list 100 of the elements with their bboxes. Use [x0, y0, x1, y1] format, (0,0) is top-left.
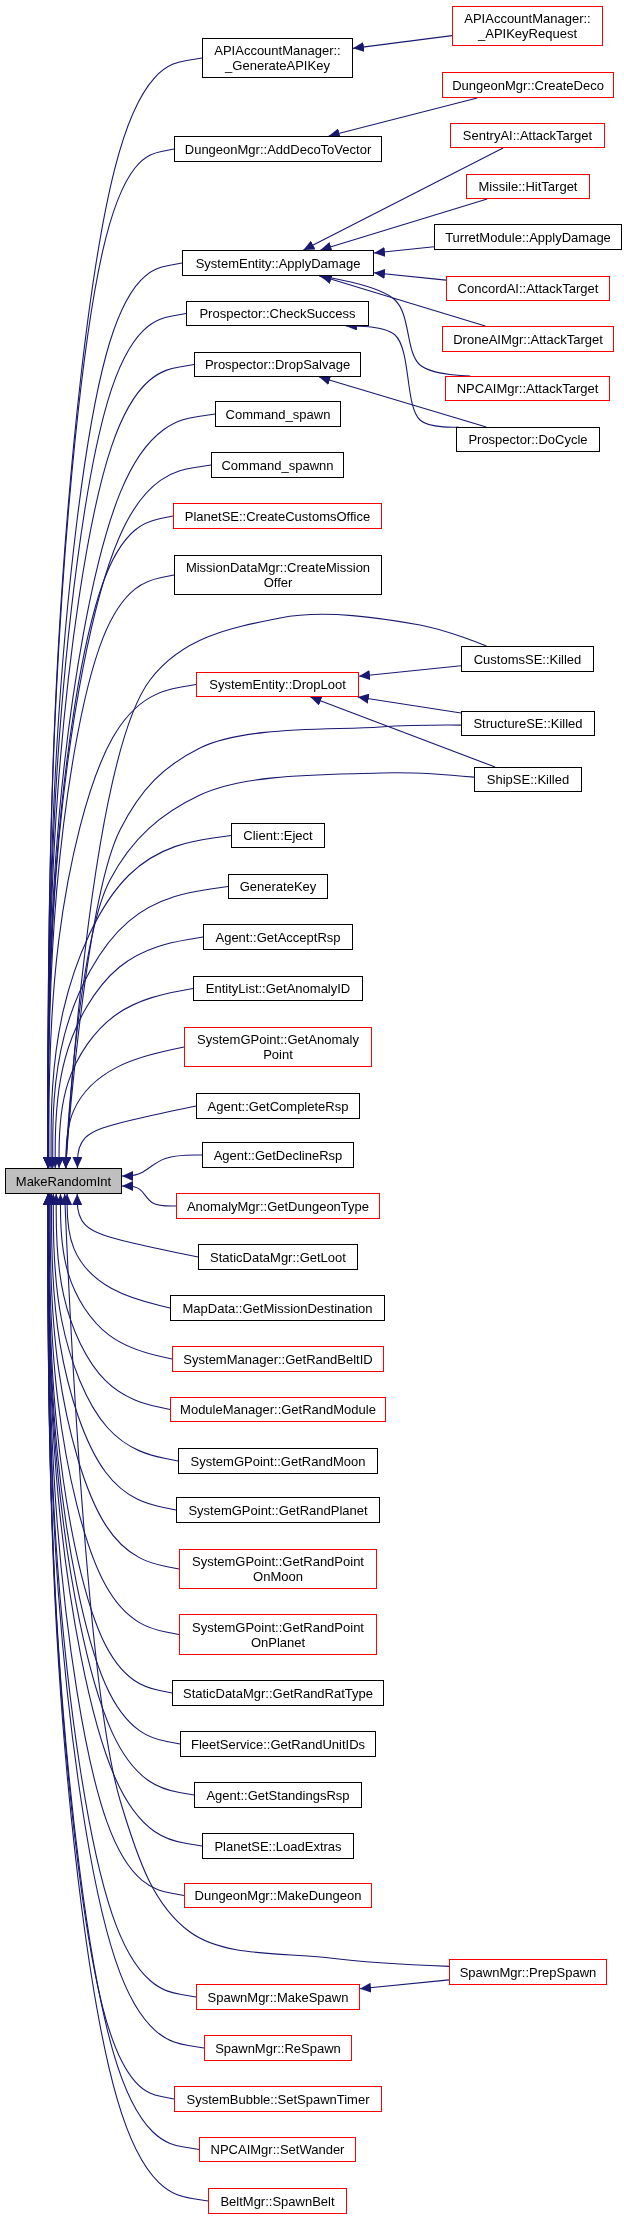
function-name: DungeonMgr::AddDecoToVector: [183, 141, 373, 157]
arrow: [373, 246, 435, 257]
function-box: [186, 301, 369, 326]
function-box: [231, 823, 325, 848]
function-box: [193, 976, 363, 1001]
arrow: [54, 987, 194, 1169]
function-name: Prospector::DoCycle: [467, 432, 589, 447]
function-name: NPCAIMgr::AttackTarget: [455, 381, 600, 396]
arrow: [309, 696, 496, 768]
function-name: Agent::GetStandingsRsp: [205, 1787, 351, 1803]
function-name: ModuleManager::GetRandModule: [179, 1402, 377, 1417]
function-box: [211, 452, 344, 478]
function-box: [179, 1549, 377, 1589]
function-box: [466, 174, 590, 199]
function-box: [184, 1883, 372, 1908]
function-box: [182, 250, 374, 276]
function-name: Command_spawnn: [220, 457, 335, 473]
function-name: MakeRandomInt: [14, 1173, 113, 1189]
function-box: [474, 767, 582, 792]
function-name: SystemEntity::ApplyDamage: [194, 255, 362, 271]
arrow: [72, 1193, 199, 1258]
function-name: SpawnMgr::PrepSpawn: [458, 1964, 598, 1980]
function-name: APIAccountManager:: _APIKeyRequest: [463, 11, 592, 41]
arrow: [61, 1046, 185, 1169]
arrow: [72, 1105, 197, 1169]
function-name: BeltMgr::SpawnBelt: [219, 2193, 336, 2209]
arrow: [55, 1193, 173, 1360]
arrow: [121, 1154, 203, 1181]
function-name: APIAccountManager:: _GenerateAPIKey: [213, 43, 342, 73]
function-box: [208, 2188, 347, 2214]
function-box: [228, 874, 328, 899]
function-box: [196, 1093, 360, 1119]
function-box: [461, 646, 594, 672]
function-name: TurretModule::ApplyDamage: [444, 229, 612, 245]
function-box: [199, 2137, 356, 2162]
function-box: [176, 1497, 380, 1523]
function-name: SystemGPoint::GetAnomaly Point: [196, 1032, 360, 1062]
arrow: [373, 268, 447, 281]
function-name: ShipSE::Killed: [485, 772, 571, 787]
function-name: GenerateKey: [238, 879, 318, 894]
function-box: [184, 1027, 372, 1067]
function-box: [204, 2035, 352, 2061]
function-box: [202, 1833, 354, 1859]
function-box: [202, 38, 353, 78]
function-box: [461, 711, 595, 736]
function-box: [449, 1959, 607, 1985]
function-box: [170, 1295, 385, 1321]
function-name: SystemBubble::SetSpawnTimer: [185, 2091, 371, 2107]
function-name: SpawnMgr::MakeSpawn: [206, 1989, 350, 2005]
function-name: Missile::HitTarget: [477, 179, 579, 194]
function-box: [198, 1244, 358, 1270]
function-box: [456, 427, 600, 452]
function-name: MissionDataMgr::CreateMission Offer: [184, 560, 372, 590]
arrow: [359, 1979, 450, 1993]
function-box: [215, 401, 341, 427]
function-name: Command_spawn: [224, 406, 332, 422]
function-box: [450, 123, 605, 148]
function-name: EntityList::GetAnomalyID: [204, 981, 352, 996]
function-name: SentryAI::AttackTarget: [461, 128, 594, 143]
function-box: [434, 224, 622, 250]
function-name: StaticDataMgr::GetLoot: [209, 1249, 347, 1265]
function-name: DungeonMgr::MakeDungeon: [193, 1888, 363, 1903]
arrow: [357, 693, 462, 714]
arrow: [60, 1193, 450, 1967]
function-name: Prospector::CheckSuccess: [198, 306, 357, 321]
function-box: [442, 326, 614, 352]
function-box: [446, 276, 610, 301]
function-name: SystemGPoint::GetRandMoon: [189, 1453, 367, 1469]
function-box: [170, 1397, 386, 1422]
function-box: [174, 555, 382, 595]
function-name: SystemGPoint::GetRandPoint OnMoon: [191, 1554, 365, 1584]
function-name: SystemEntity::DropLoot: [208, 677, 347, 692]
function-box: [203, 924, 353, 950]
function-name: PlanetSE::LoadExtras: [213, 1838, 343, 1854]
arrow: [352, 35, 453, 52]
function-box: [174, 2086, 382, 2112]
arrow: [302, 147, 504, 251]
function-name: CustomsSE::Killed: [472, 651, 583, 667]
function-name: Client::Eject: [242, 828, 314, 843]
function-box: [194, 352, 361, 377]
function-name: StructureSE::Killed: [472, 716, 584, 731]
function-box: [445, 376, 610, 401]
function-box: [202, 1142, 354, 1168]
function-box: [172, 1346, 384, 1372]
arrow: [358, 665, 462, 681]
arrow: [319, 198, 488, 252]
arrow: [121, 1181, 177, 1207]
function-box: [194, 1782, 362, 1808]
function-name: SpawnMgr::ReSpawn: [214, 2040, 342, 2056]
function-name: PlanetSE::CreateCustomsOffice: [183, 508, 372, 524]
function-box: [179, 1614, 377, 1655]
function-name: SystemGPoint::GetRandPlanet: [187, 1502, 369, 1518]
function-box: [442, 72, 614, 98]
function-box: [178, 1448, 378, 1474]
function-box: [174, 136, 382, 162]
function-name: MapData::GetMissionDestination: [181, 1300, 374, 1316]
function-name: ConcordAI::AttackTarget: [456, 281, 600, 296]
function-box: [196, 672, 359, 697]
function-name: DungeonMgr::CreateDeco: [451, 77, 605, 93]
function-name: SystemManager::GetRandBeltID: [182, 1351, 374, 1367]
